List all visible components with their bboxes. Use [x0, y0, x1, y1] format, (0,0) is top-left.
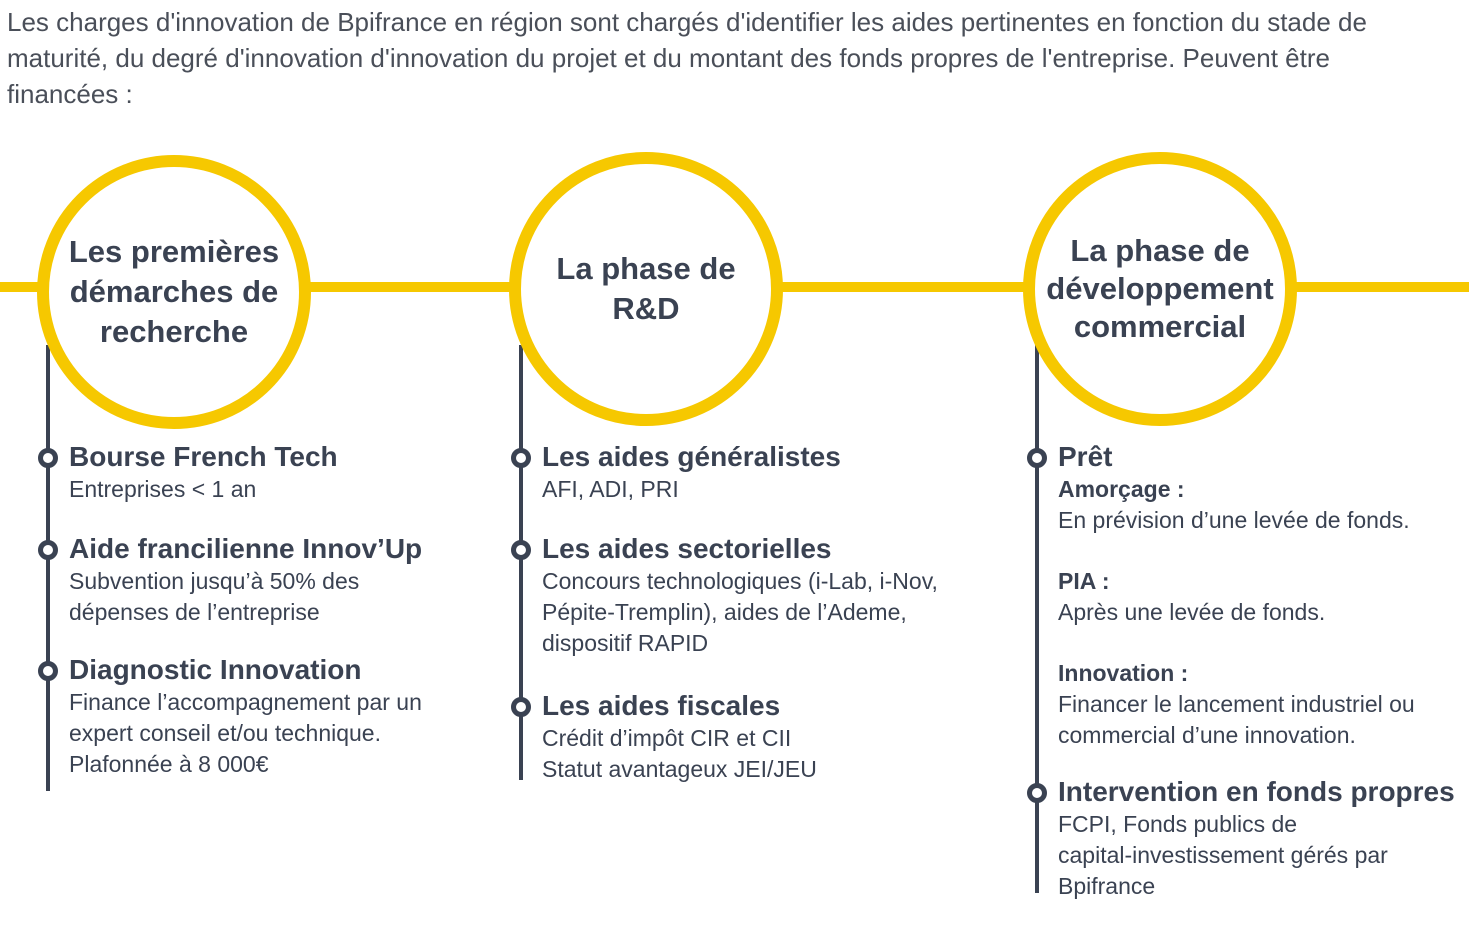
- list-item: Les aides sectorielles Concours technolo…: [542, 532, 938, 659]
- item-text: Entreprises < 1 an: [69, 476, 257, 502]
- item-title: Les aides fiscales: [542, 690, 781, 721]
- phase-3-connector: [1035, 345, 1039, 893]
- phase-2-circle: La phase de R&D: [509, 152, 783, 426]
- phase-3-title: La phase de développement commercial: [1046, 233, 1274, 344]
- sub-label: Innovation :: [1058, 660, 1189, 686]
- item-title: Aide francilienne Innov’Up: [69, 533, 423, 564]
- item-title: Diagnostic Innovation: [69, 654, 362, 685]
- list-item: Les aides généralistes AFI, ADI, PRI: [542, 440, 841, 505]
- phase-3-circle: La phase de développement commercial: [1023, 152, 1297, 426]
- item-title: Les aides généralistes: [542, 441, 841, 472]
- item-text: AFI, ADI, PRI: [542, 476, 679, 502]
- bullet-icon: [38, 661, 58, 681]
- bullet-icon: [511, 540, 531, 560]
- sub-label: PIA :: [1058, 568, 1110, 594]
- item-text: Crédit d’impôt CIR et CII Statut avantag…: [542, 725, 817, 782]
- list-item: Intervention en fonds propres FCPI, Fond…: [1058, 775, 1455, 902]
- bullet-icon: [511, 697, 531, 717]
- bullet-icon: [1027, 448, 1047, 468]
- item-title: Intervention en fonds propres: [1058, 776, 1455, 807]
- list-item: Aide francilienne Innov’Up Subvention ju…: [69, 532, 422, 628]
- phase-2-connector: [519, 345, 523, 780]
- item-text: Après une levée de fonds.: [1058, 599, 1326, 625]
- list-item: Diagnostic Innovation Finance l’accompag…: [69, 653, 422, 780]
- item-title: Les aides sectorielles: [542, 533, 832, 564]
- item-text: Finance l’accompagnement par un expert c…: [69, 689, 422, 777]
- item-text: En prévision d’une levée de fonds.: [1058, 507, 1410, 533]
- item-title: Bourse French Tech: [69, 441, 338, 472]
- item-title: Prêt: [1058, 441, 1113, 472]
- item-text: FCPI, Fonds publics de capital-investiss…: [1058, 811, 1388, 899]
- item-text: Concours technologiques (i-Lab, i-Nov, P…: [542, 568, 938, 656]
- intro-paragraph: Les charges d'innovation de Bpifrance en…: [7, 7, 1367, 109]
- list-item: Les aides fiscales Crédit d’impôt CIR et…: [542, 689, 817, 785]
- bullet-icon: [511, 448, 531, 468]
- item-text: Financer le lancement industriel ou comm…: [1058, 691, 1415, 748]
- list-item: Bourse French Tech Entreprises < 1 an: [69, 440, 338, 505]
- item-text: Subvention jusqu’à 50% des dépenses de l…: [69, 568, 360, 625]
- phase-1-circle: Les premières démarches de recherche: [37, 155, 311, 429]
- bullet-icon: [38, 448, 58, 468]
- phase-1-title: Les premières démarches de recherche: [68, 234, 280, 349]
- list-item: Prêt Amorçage : En prévision d’une levée…: [1058, 440, 1415, 751]
- phase-2-title: La phase de R&D: [556, 251, 736, 326]
- bullet-icon: [38, 540, 58, 560]
- sub-label: Amorçage :: [1058, 476, 1185, 502]
- bullet-icon: [1027, 783, 1047, 803]
- phase-1-connector: [46, 345, 50, 791]
